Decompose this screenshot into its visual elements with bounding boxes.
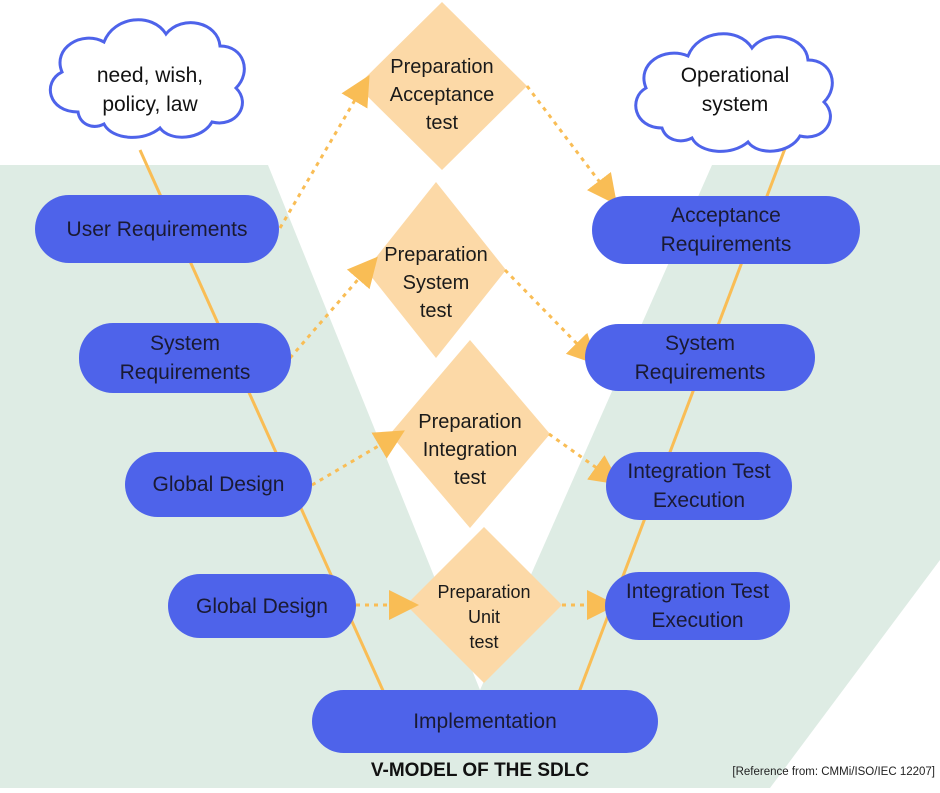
box-acceptance-requirements-label: Acceptance Requirements	[660, 204, 792, 256]
box-acceptance-requirements[interactable]: Acceptance Requirements	[592, 196, 860, 264]
cloud-right-text: Operational system	[680, 64, 790, 116]
box-integration-test-execution-2-label: Integration Test Execution	[625, 580, 770, 632]
diagram-title: V-MODEL OF THE SDLC	[370, 760, 590, 781]
box-integration-test-execution-1[interactable]: Integration Test Execution	[606, 452, 792, 520]
box-implementation[interactable]: Implementation	[312, 690, 658, 753]
box-integration-test-execution-2[interactable]: Integration Test Execution	[605, 572, 790, 640]
box-global-design-2[interactable]: Global Design	[168, 574, 356, 638]
box-system-requirements-right-label: System Requirements	[634, 331, 766, 384]
box-user-requirements-label: User Requirements	[66, 217, 248, 241]
connector-user-to-acceptance	[278, 75, 370, 229]
cloud-right	[634, 32, 834, 153]
connector-integration-to-right	[548, 432, 621, 485]
box-integration-test-execution-1-label: Integration Test Execution	[627, 460, 771, 512]
box-implementation-label: Implementation	[413, 710, 557, 733]
diamond-unit	[406, 527, 562, 683]
cloud-left-text: need, wish, policy, law	[96, 64, 204, 116]
connector-global-to-integration	[311, 430, 405, 487]
box-system-requirements-left[interactable]: System Requirements	[79, 323, 291, 393]
reference-note: [Reference from: CMMi/ISO/IEC 12207]	[732, 766, 935, 778]
diamond-system-label: Preparation System test	[384, 244, 488, 322]
box-system-requirements-left-label: System Requirements	[119, 332, 251, 384]
box-system-requirements-right[interactable]: System Requirements	[585, 324, 815, 391]
diamond-acceptance-label: Preparation Acceptance test	[389, 56, 495, 134]
diamond-system	[366, 182, 506, 358]
diamond-acceptance	[357, 2, 527, 170]
cloud-left	[48, 18, 246, 139]
connector-acceptance-to-right	[525, 85, 618, 205]
connector-system-to-diamond	[288, 256, 378, 359]
diamond-unit-label: Preparation Unit test	[437, 581, 531, 652]
diamond-integration	[390, 340, 550, 528]
box-global-design-1-label: Global Design	[152, 473, 285, 496]
diamond-integration-label: Preparation Integration test	[418, 411, 522, 489]
box-user-requirements[interactable]: User Requirements	[35, 195, 279, 263]
connector-diamond-to-system	[503, 268, 598, 365]
box-global-design-1[interactable]: Global Design	[125, 452, 312, 517]
box-global-design-2-label: Global Design	[196, 594, 328, 618]
